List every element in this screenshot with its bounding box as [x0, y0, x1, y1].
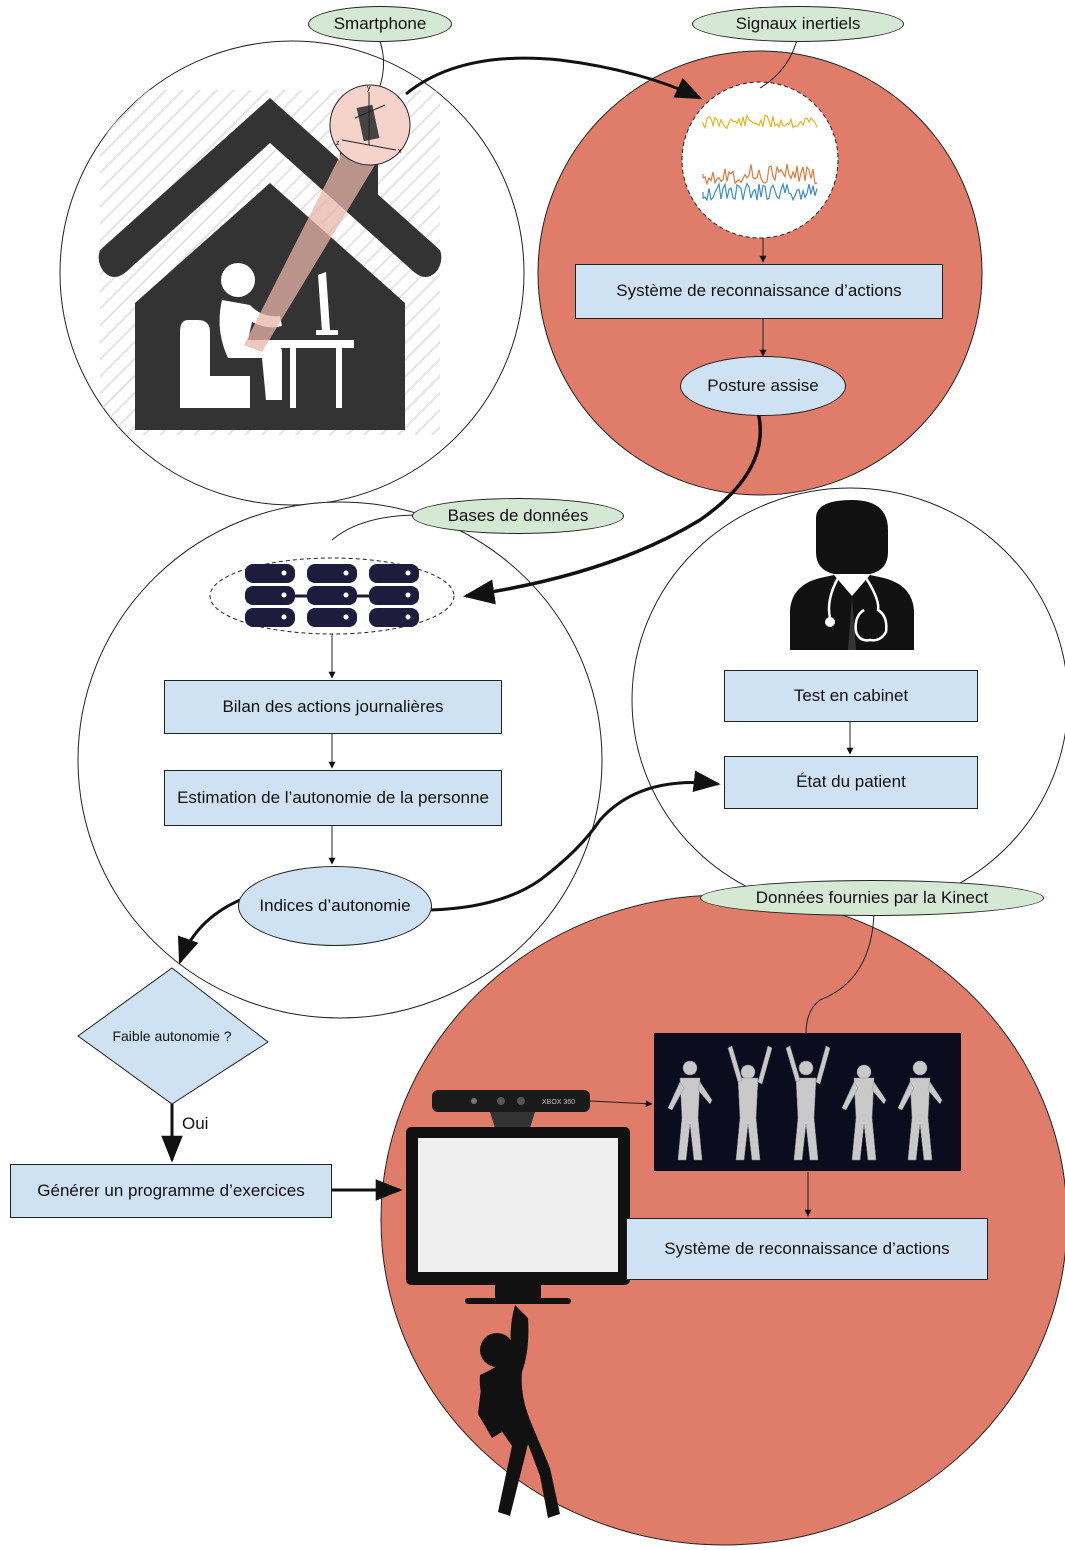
box-reconnaissance-smartphone: Système de reconnaissance d’actions	[575, 264, 943, 319]
box-bilan-actions: Bilan des actions journalières	[164, 680, 502, 734]
doctor-icon	[790, 500, 914, 650]
label-smartphone: Smartphone	[308, 6, 452, 42]
node-posture-assise: Posture assise	[680, 356, 846, 416]
exercising-person-icon	[478, 1305, 560, 1518]
svg-text:y: y	[367, 85, 371, 92]
svg-text:x: x	[398, 148, 402, 155]
house-with-seated-person-icon: y x z	[98, 84, 442, 435]
box-test-cabinet: Test en cabinet	[724, 670, 978, 722]
monitor-icon	[406, 1127, 630, 1304]
label-signaux-inertiels: Signaux inertiels	[692, 6, 904, 42]
svg-text:z: z	[336, 140, 340, 147]
box-etat-patient: État du patient	[724, 756, 978, 809]
kinect-sensor-icon: XBOX 360	[432, 1090, 590, 1128]
label-donnees-kinect: Données fournies par la Kinect	[700, 880, 1044, 916]
box-generer-programme: Générer un programme d’exercices	[10, 1164, 332, 1218]
smartphone-axes-icon: y x z	[336, 85, 402, 155]
label-bases-de-donnees: Bases de données	[412, 498, 624, 534]
database-icon	[209, 557, 455, 635]
depth-silhouettes-icon	[654, 1033, 961, 1171]
node-indices-autonomie: Indices d’autonomie	[238, 866, 432, 946]
label-oui: Oui	[182, 1114, 209, 1133]
box-reconnaissance-kinect: Système de reconnaissance d’actions	[626, 1218, 988, 1280]
database-circle	[77, 501, 603, 1019]
decision-faible-autonomie: Faible autonomie ?	[112, 1028, 232, 1044]
box-estimation-autonomie: Estimation de l’autonomie de la personne	[164, 770, 502, 826]
inertial-signals-icon	[681, 81, 839, 239]
svg-text:XBOX 360: XBOX 360	[542, 1099, 575, 1106]
